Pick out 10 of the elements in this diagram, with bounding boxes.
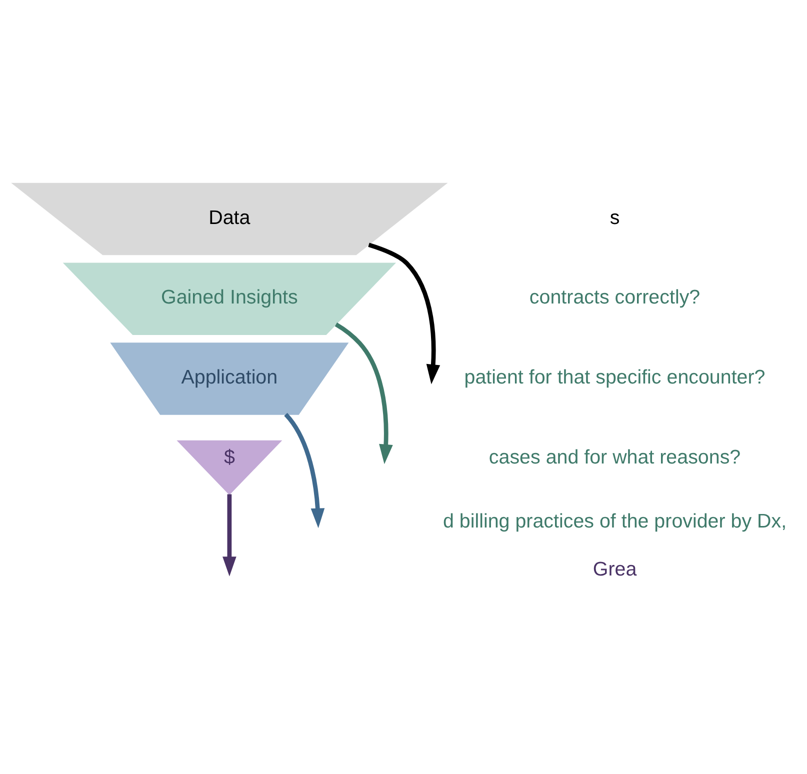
arrow [284,412,325,528]
arrow [368,242,440,384]
arrow [334,322,393,464]
arrow [222,494,236,576]
label: Grea [592,558,637,581]
label: s [610,206,620,229]
label: d billing practices of the provider by Dx, [442,510,787,533]
label: contracts correctly? [529,286,700,309]
label: patient for that specific encounter? [464,366,766,389]
label: cases and for what reasons? [488,446,741,469]
